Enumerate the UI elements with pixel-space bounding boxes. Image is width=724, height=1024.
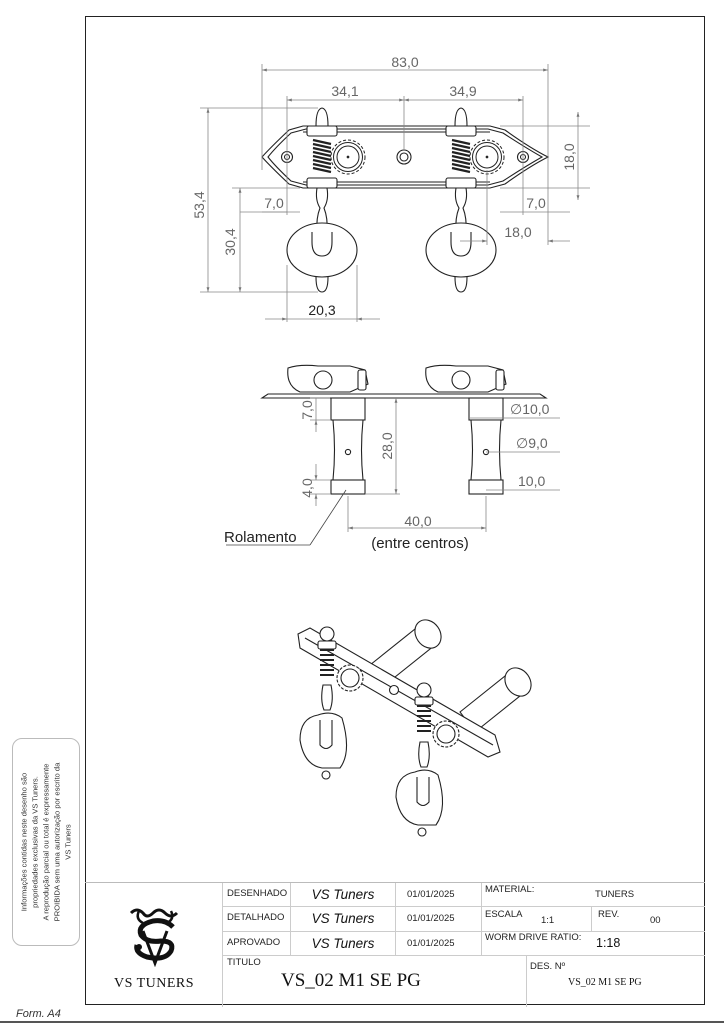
approved-by-name: VS Tuners — [291, 932, 396, 956]
top-view — [261, 107, 550, 293]
material-label: MATERIAL: — [485, 884, 535, 895]
dim-left-spacing: 34,1 — [331, 83, 358, 99]
dim-knob-height: 30,4 — [222, 228, 238, 255]
dim-roller-diameter: ∅9,0 — [516, 435, 548, 451]
drawing-frame — [85, 16, 705, 1005]
drawn-by-name: VS Tuners — [291, 883, 396, 907]
dim-right-offset: 7,0 — [526, 195, 546, 211]
isometric-view — [297, 619, 532, 837]
approved-by-label: APROVADO — [223, 932, 291, 956]
dim-right-shaft-offset: 18,0 — [504, 224, 531, 240]
dim-right-spacing: 34,9 — [449, 83, 476, 99]
dim-plate-height: 18,0 — [561, 143, 577, 170]
detailed-by-name: VS Tuners — [291, 907, 396, 932]
dim-overall-width: 83,0 — [391, 54, 418, 70]
drawn-by-label: DESENHADO — [223, 883, 291, 907]
logo-cell: VS TUNERS — [85, 883, 223, 1007]
center-distance-note: (entre centros) — [371, 535, 469, 552]
revision-value: 00 — [650, 915, 661, 926]
page-bottom-rule — [0, 1021, 724, 1023]
material-value: TUNERS — [595, 889, 635, 900]
sheet-format-label: Form. A4 — [16, 1008, 61, 1020]
approved-by-date: 01/01/2025 — [396, 932, 482, 956]
ratio-label: WORM DRIVE RATIO: — [485, 932, 582, 943]
drawing-title: VS_02 M1 SE PG — [281, 970, 421, 991]
dim-center-distance: 40,0 — [404, 513, 431, 529]
detailed-by-label: DETALHADO — [223, 907, 291, 932]
dim-bearing-width: 10,0 — [518, 473, 545, 489]
revision-label: REV. — [598, 909, 620, 920]
drawn-by-date: 01/01/2025 — [396, 883, 482, 907]
scale-cell: ESCALA 1:1 — [482, 907, 592, 932]
bearing-callout: Rolamento — [224, 529, 297, 546]
dim-bearing-height: 4,0 — [299, 478, 315, 498]
vs-tuners-logo-icon — [129, 908, 179, 967]
dim-collar-height: 7,0 — [299, 400, 315, 420]
ratio-cell: WORM DRIVE RATIO: 1:18 — [482, 932, 705, 956]
logo-text: VS TUNERS — [113, 976, 195, 991]
revision-cell: REV. 00 — [592, 907, 705, 932]
title-label: TITULO — [227, 957, 261, 968]
scale-value: 1:1 — [541, 915, 555, 926]
technical-drawing: 83,0 34,1 34,9 18,0 53,4 30,4 7,0 7,0 18… — [191, 54, 590, 837]
title-block: VS TUNERS DESENHADO VS Tuners 01/01/2025… — [85, 882, 705, 1007]
confidentiality-notice: Informações contidas neste desenho são p… — [12, 738, 80, 946]
title-cell: TITULO VS_02 M1 SE PG — [223, 956, 527, 1007]
dim-collar-diameter: ∅10,0 — [510, 401, 550, 417]
dim-knob-width: 20,3 — [308, 302, 335, 318]
side-view — [260, 364, 548, 495]
drawing-number-label: DES. Nº — [530, 961, 566, 972]
dim-roller-length: 28,0 — [379, 432, 395, 459]
scale-label: ESCALA — [485, 909, 523, 920]
side-view-dimensions — [226, 397, 560, 546]
material-cell: MATERIAL: TUNERS — [482, 883, 705, 907]
dim-left-offset: 7,0 — [264, 195, 284, 211]
drawing-number-cell: DES. Nº VS_02 M1 SE PG — [527, 956, 705, 1007]
dim-overall-height: 53,4 — [191, 191, 207, 218]
ratio-value: 1:18 — [596, 936, 621, 950]
detailed-by-date: 01/01/2025 — [396, 907, 482, 932]
top-view-dimensions — [200, 64, 590, 322]
drawing-number: VS_02 M1 SE PG — [568, 977, 642, 988]
